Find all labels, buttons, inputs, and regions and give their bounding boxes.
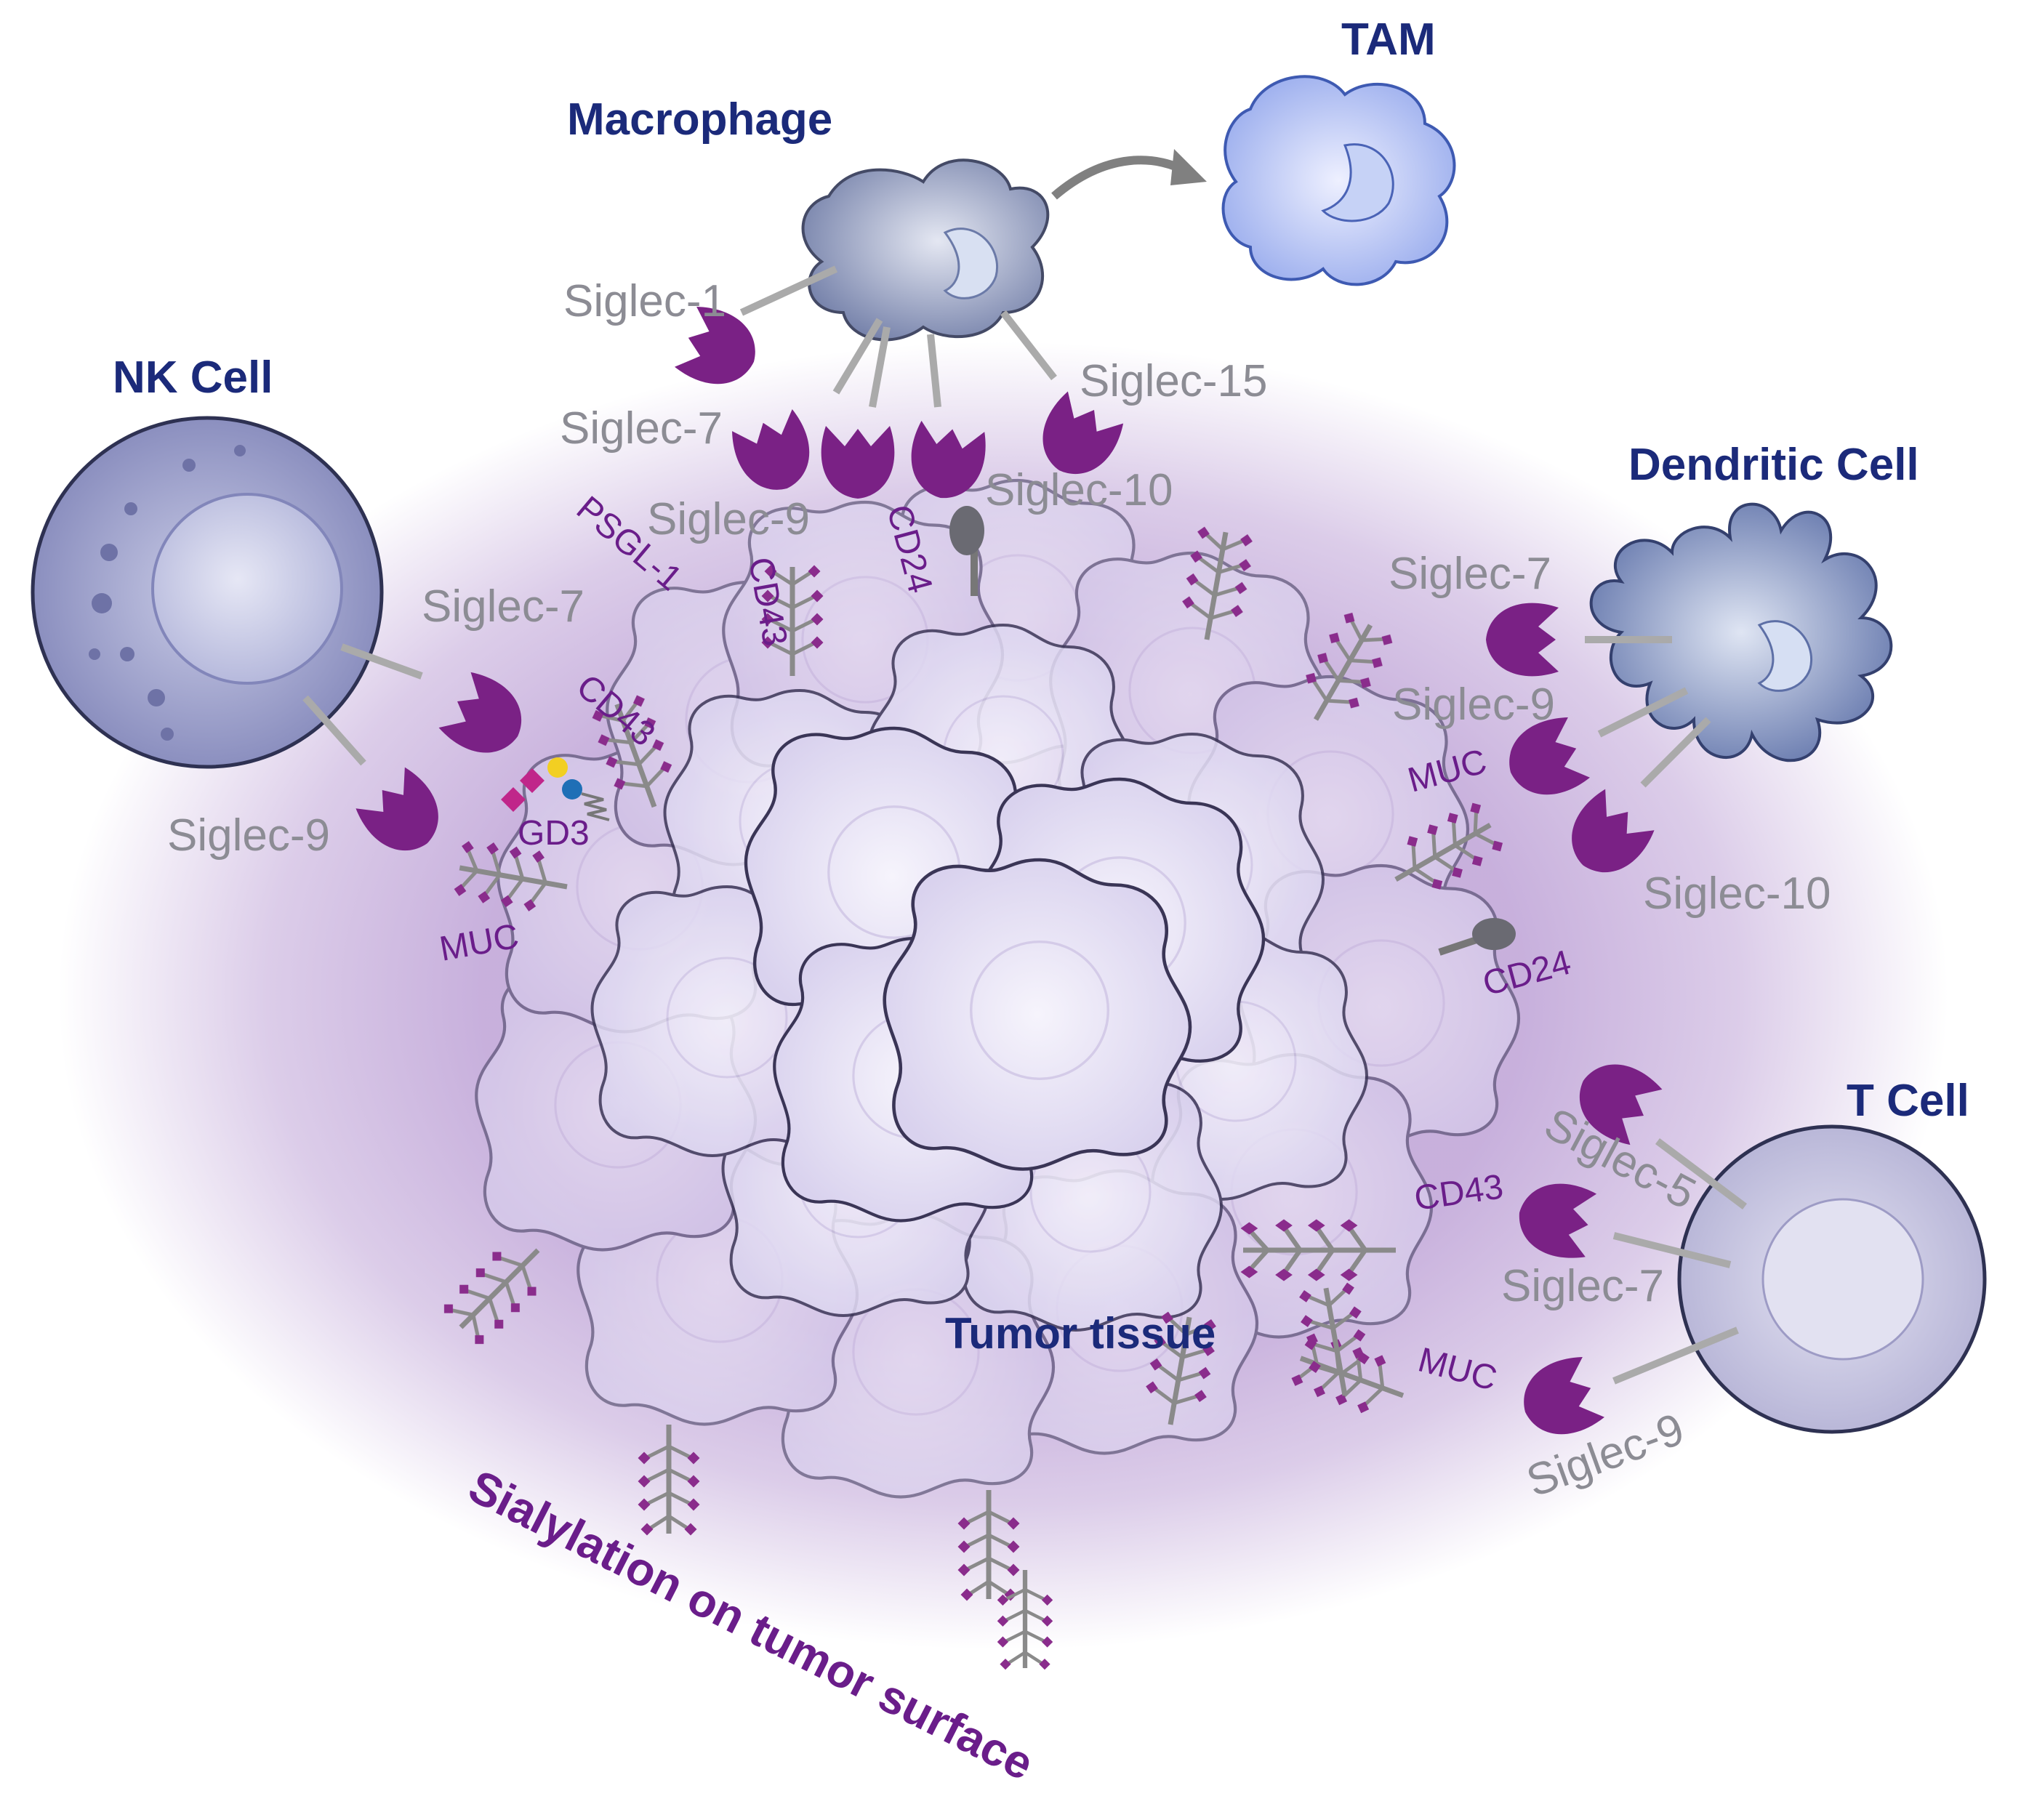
- macrophage-siglec-9-label: Siglec-9: [647, 494, 810, 544]
- nk-siglec-7-label: Siglec-7: [422, 581, 584, 632]
- tam-title: TAM: [1341, 15, 1436, 65]
- nucleus-icon: [1757, 620, 1812, 692]
- nk-siglec-9-label: Siglec-9: [167, 810, 330, 861]
- macrophage-cell: [801, 158, 1050, 342]
- tam-cell: [1221, 75, 1456, 286]
- tumor-tissue-label: Tumor tissue: [945, 1309, 1216, 1358]
- nucleus-icon: [151, 493, 343, 685]
- dendritic-siglec-receptors: [1486, 603, 1711, 889]
- nk-cell: [31, 416, 384, 769]
- tcell-siglec-receptors: [1512, 1049, 1747, 1446]
- macrophage-title: Macrophage: [567, 94, 832, 145]
- dendritic-cell: [1589, 502, 1893, 762]
- nk-title: NK Cell: [113, 353, 273, 403]
- macrophage-siglec-10-label: Siglec-10: [985, 465, 1173, 515]
- dendritic-siglec-9-label: Siglec-9: [1392, 680, 1555, 730]
- nk-siglec-receptors: [302, 643, 537, 867]
- tcell-title: T Cell: [1847, 1076, 1969, 1126]
- nucleus-icon: [943, 227, 998, 299]
- arrow-head-icon: [1170, 149, 1207, 185]
- receptor-icon: [949, 506, 1516, 956]
- macrophage-siglec-7-label: Siglec-7: [560, 403, 723, 454]
- nucleus-icon: [1761, 1198, 1924, 1361]
- dendritic-siglec-10-label: Siglec-10: [1643, 869, 1831, 919]
- tcell-siglec-7-label: Siglec-7: [1501, 1261, 1664, 1311]
- macrophage-siglec-1-label: Siglec-1: [563, 276, 726, 326]
- sialic-acid-icon: [501, 757, 610, 821]
- macrophage-siglec-receptors: [672, 265, 1128, 504]
- dendritic-title: Dendritic Cell: [1628, 440, 1919, 490]
- dendritic-siglec-7-label: Siglec-7: [1389, 549, 1551, 599]
- t-cell: [1677, 1124, 1987, 1434]
- gd3-label: GD3: [518, 814, 590, 853]
- macrophage-siglec-15-label: Siglec-15: [1080, 356, 1267, 406]
- nucleus-icon: [1321, 143, 1394, 222]
